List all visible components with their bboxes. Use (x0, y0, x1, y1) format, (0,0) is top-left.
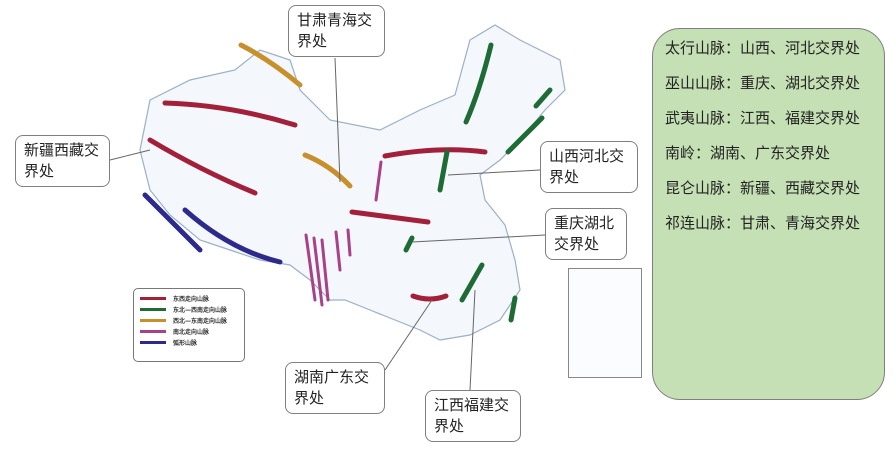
mountain-wushan (403, 235, 415, 253)
mountain-taiwan (508, 295, 518, 323)
panel-item: 祁连山脉：甘肃、青海交界处 (665, 214, 861, 232)
callout-xinjiang-xizang: 新疆西藏交界处 (15, 135, 110, 187)
mountain-tianshan (162, 100, 298, 128)
legend-item: 弧形山脉 (140, 337, 238, 348)
panel-item: 巫山山脉：重庆、湖北交界处 (665, 74, 861, 92)
mountain-summary-panel: 太行山脉：山西、河北交界处 巫山山脉：重庆、湖北交界处 武夷山脉：江西、福建交界… (652, 28, 885, 400)
legend-item: 西北—东南走向山脉 (140, 315, 238, 326)
mountain-kunlun (147, 137, 258, 196)
mountain-hengduan (304, 228, 352, 307)
panel-item: 太行山脉：山西、河北交界处 (665, 39, 861, 57)
legend-item: 东西走向山脉 (140, 293, 238, 304)
mountain-taihang (437, 149, 450, 193)
mountain-himalaya (182, 207, 283, 265)
legend-item: 南北走向山脉 (140, 326, 238, 337)
callout-chongqing-hubei: 重庆湖北交界处 (545, 208, 627, 260)
mountain-karakoram (142, 192, 203, 253)
leader-lines (109, 57, 546, 391)
callout-gansu-qinghai: 甘肃青海交界处 (288, 5, 385, 57)
panel-item: 南岭：湖南、广东交界处 (665, 144, 831, 162)
mountain-changbai (505, 87, 553, 155)
mountain-helan (374, 160, 383, 202)
mountain-qinling (349, 209, 431, 225)
panel-item: 昆仑山脉：新疆、西藏交界处 (665, 179, 861, 197)
mountain-daxinganling (463, 42, 494, 125)
mountain-altai (238, 42, 303, 88)
legend: 东西走向山脉 东北—西南走向山脉 西北—东南走向山脉 南北走向山脉 弧形山脉 (133, 288, 245, 362)
mountain-yinshan (382, 147, 488, 159)
panel-item: 武夷山脉：江西、福建交界处 (665, 109, 861, 127)
callout-shanxi-hebei: 山西河北交界处 (540, 141, 638, 193)
mountain-nanling (410, 293, 449, 302)
callout-hunan-guangdong: 湖南广东交界处 (285, 362, 385, 414)
mountain-qilian (302, 152, 353, 189)
south-china-sea-inset (568, 268, 642, 378)
callout-jiangxi-fujian: 江西福建交界处 (425, 390, 521, 442)
mountain-wuyi (459, 262, 485, 303)
legend-item: 东北—西南走向山脉 (140, 304, 238, 315)
